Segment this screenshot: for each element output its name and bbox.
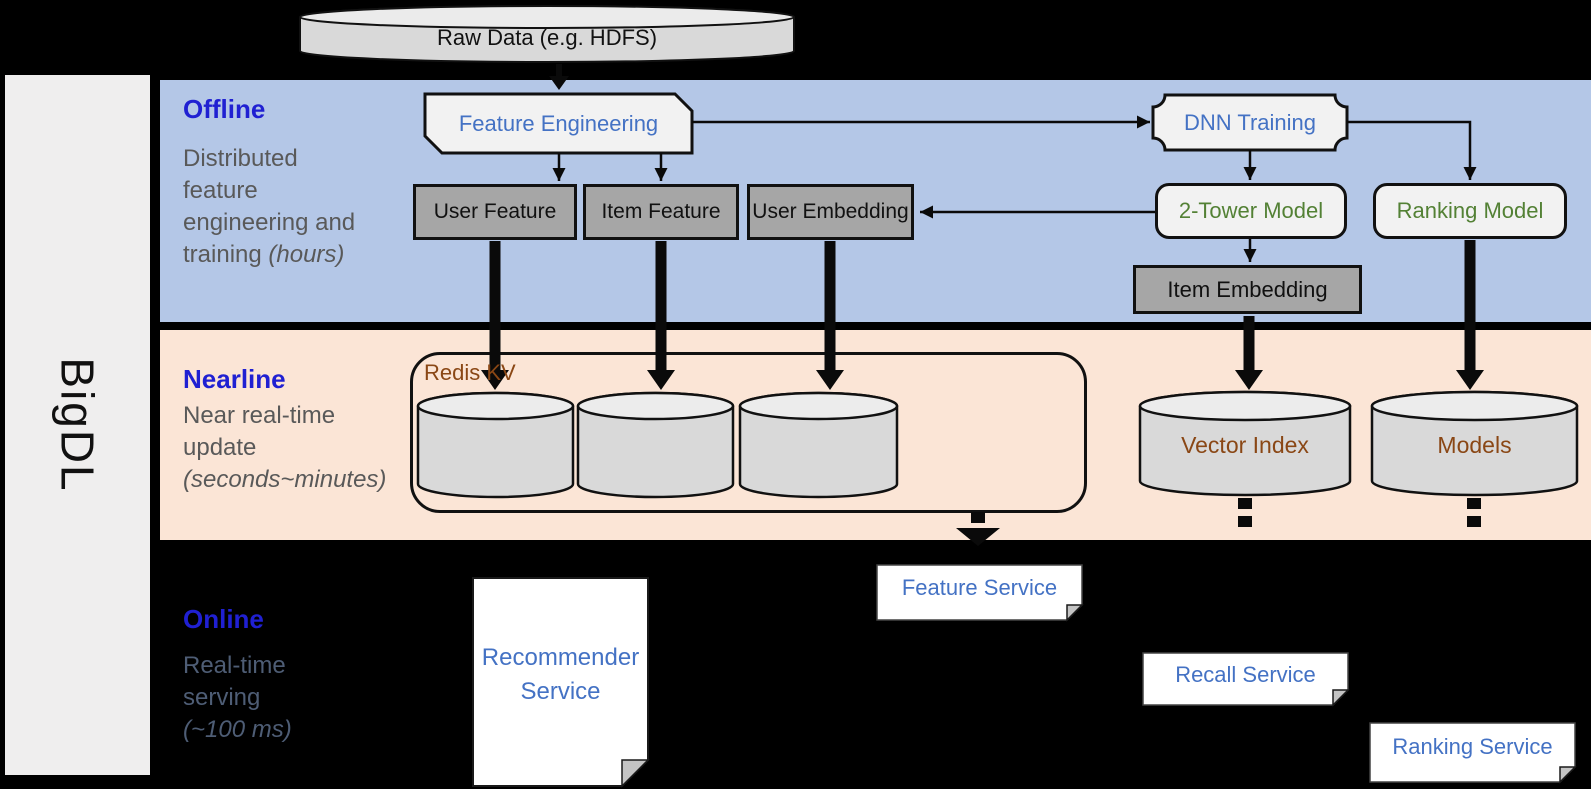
online-title: Online [183,604,264,634]
feature-engineering-shape [423,92,694,155]
vector-index-dash-1 [1238,498,1252,509]
offline-subtitle-line4: training (hours) [183,239,355,271]
offline-subtitle-line4-normal: training [183,241,269,268]
offline-subtitle-line3: engineering and [183,209,356,236]
vector-index-label: Vector Index [1181,431,1309,458]
offline-subtitle: Distributed feature engineering and trai… [183,143,355,271]
feature-engineering-label: Feature Engineering [458,110,659,136]
kv-to-feature-service-dash [971,512,985,523]
offline-subtitle-line2: feature [183,177,258,204]
offline-subtitle-line1: Distributed [183,145,298,172]
redis-kv-container [410,352,1087,513]
models-cylinder [1370,390,1579,497]
models-label: Models [1437,431,1512,458]
kv-cylinder-3 [738,391,899,499]
vector-index-dash-2 [1238,516,1252,527]
feature-service-label: Feature Service [901,575,1058,600]
online-subtitle-line3: (~100 ms) [183,716,292,743]
kv-to-feature-service-arrowhead [956,528,1000,546]
ranking-service-page [1369,722,1577,784]
nearline-subtitle-line3: (seconds~minutes) [183,466,387,493]
nearline-subtitle: Near real-time update (seconds~minutes) [183,400,386,496]
raw-data-cylinder [299,5,795,63]
vector-index-cylinder [1138,390,1352,497]
bigdl-sidebar: BigDL [5,75,150,775]
recall-service-page [1142,652,1350,707]
nearline-title: Nearline [183,364,286,394]
offline-subtitle-line4-italic: (hours) [268,241,345,268]
feature-service-page [876,564,1084,622]
online-subtitle: Real-time serving (~100 ms) [183,650,292,746]
nearline-subtitle-line2: update [183,434,257,461]
online-subtitle-line1: Real-time [183,652,286,679]
redis-kv-label: Redis KV [424,360,516,385]
recall-service-label: Recall Service [1175,662,1316,687]
item-embedding-node: Item Embedding [1133,265,1362,314]
nearline-subtitle-line1: Near real-time [183,402,336,429]
recommender-service-page [472,577,650,788]
models-dash-2 [1467,516,1481,527]
kv-cylinder-1 [416,391,575,499]
online-subtitle-line2: serving [183,684,261,711]
offline-title: Offline [183,94,266,124]
recommender-service-label: Recommender Service [481,644,640,705]
user-embedding-node: User Embedding [747,184,914,240]
kv-cylinder-2 [576,391,735,499]
raw-data-label: Raw Data (e.g. HDFS) [436,25,658,50]
dnn-training-label: DNN Training [1183,109,1317,135]
user-feature-node: User Feature [413,184,577,240]
arrow-dnn-to-ranking-model [1347,120,1477,180]
dnn-training-shape [1151,93,1349,152]
two-tower-model-node: 2-Tower Model [1155,183,1347,239]
ranking-model-node: Ranking Model [1373,183,1567,239]
item-feature-node: Item Feature [583,184,739,240]
models-dash-1 [1467,498,1481,509]
ranking-service-label: Ranking Service [1392,734,1553,759]
